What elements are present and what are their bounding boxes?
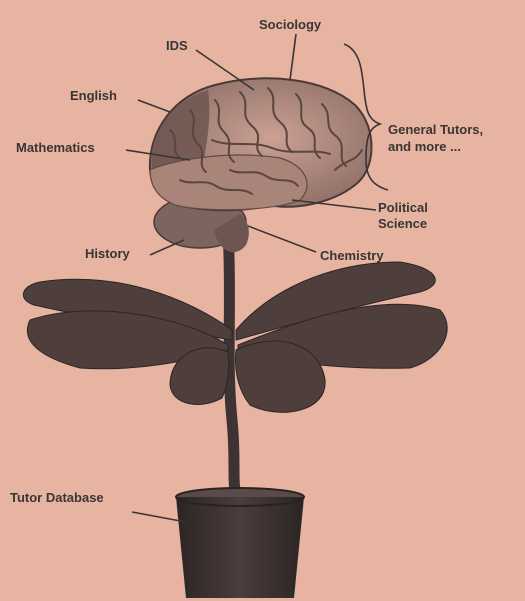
label-mathematics: Mathematics [16,140,95,155]
label-sociology: Sociology [259,17,322,32]
label-political: Political [378,200,428,215]
temporal-lobe [150,155,307,210]
label-science: Science [378,216,427,231]
label-english: English [70,88,117,103]
label-history: History [85,246,131,261]
leader-chemistry [248,226,316,252]
brain [150,78,372,252]
label-ids: IDS [166,38,188,53]
leader-sociology [290,34,296,80]
leader-english [138,100,170,112]
label-and-more: and more ... [388,139,461,154]
leader-history [150,240,184,255]
label-tutor-database: Tutor Database [10,490,104,505]
label-chemistry: Chemistry [320,248,384,263]
label-general-tutors: General Tutors, [388,122,483,137]
flower-pot [176,488,304,598]
